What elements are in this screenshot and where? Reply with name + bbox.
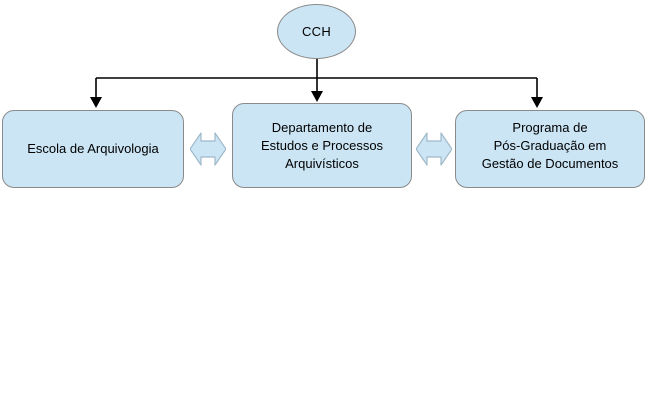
node-cch[interactable]: CCH: [277, 4, 356, 59]
down-arrow-icon-escola: [90, 97, 102, 108]
node-departamento-de-estudos-e-processos-arquivisticos[interactable]: Departamento de Estudos e Processos Arqu…: [232, 103, 412, 188]
node-escola-label: Escola de Arquivologia: [27, 141, 159, 156]
down-arrow-icon-departamento: [311, 91, 323, 102]
node-cch-label: CCH: [301, 24, 332, 39]
node-programa-label: Programa de Pós-Graduação em Gestão de D…: [481, 120, 619, 171]
double-headed-arrow-icon-departamento-programa: [416, 127, 452, 171]
node-programa-de-pos-graduacao-em-gestao-de-documentos[interactable]: Programa de Pós-Graduação em Gestão de D…: [455, 110, 645, 188]
node-escola-de-arquivologia[interactable]: Escola de Arquivologia: [2, 110, 184, 188]
down-arrow-icon-programa: [531, 97, 543, 108]
node-departamento-label: Departamento de Estudos e Processos Arqu…: [260, 119, 384, 171]
double-headed-arrow-icon-escola-departamento: [190, 127, 226, 171]
